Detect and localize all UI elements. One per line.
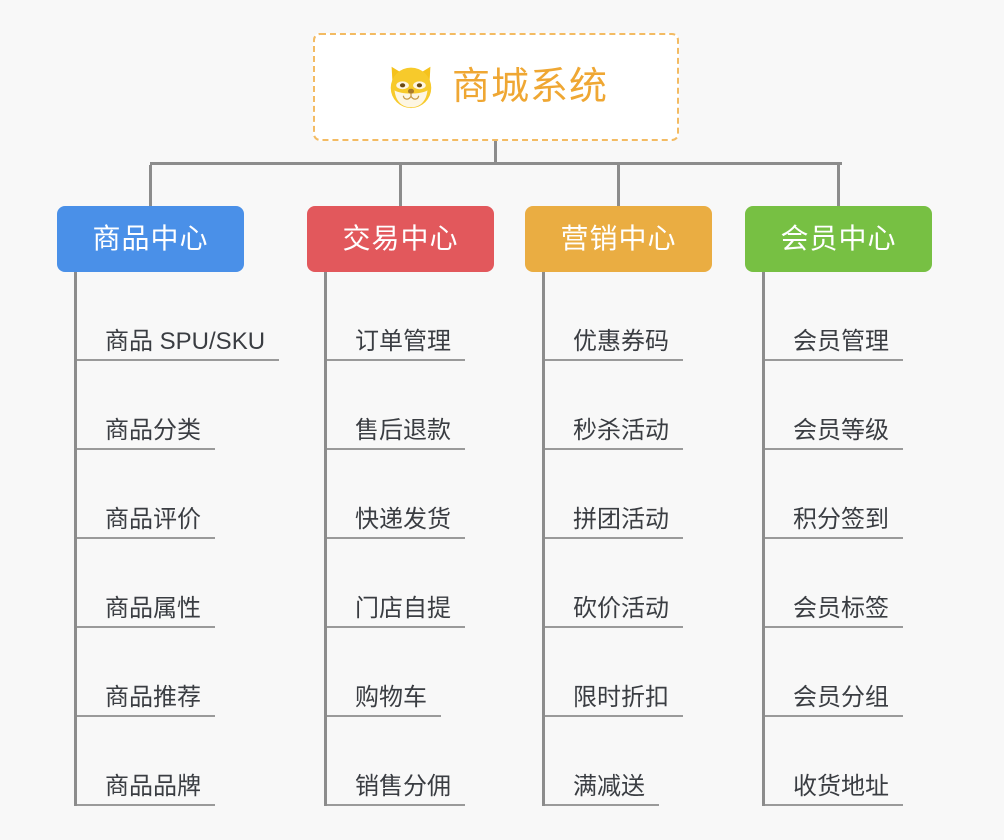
branch-node-3[interactable]: 会员中心 bbox=[745, 206, 932, 272]
leaf-list-2: 优惠券码 秒杀活动 拼团活动 砍价活动 限时折扣 满减送 bbox=[542, 272, 683, 806]
leaf-list-0: 商品 SPU/SKU 商品分类 商品评价 商品属性 商品推荐 商品品牌 bbox=[74, 272, 280, 806]
leaf-label: 商品属性 bbox=[105, 595, 201, 622]
leaf-label: 会员等级 bbox=[793, 417, 889, 444]
leaf-label: 商品 SPU/SKU bbox=[105, 328, 266, 355]
root-stem-connector bbox=[494, 141, 497, 165]
leaf-label: 积分签到 bbox=[793, 506, 889, 533]
root-title: 商城系统 bbox=[451, 66, 608, 108]
leaf-label: 商品评价 bbox=[105, 506, 201, 533]
leaf-item[interactable]: 满减送 bbox=[545, 717, 659, 806]
shiba-inu-dog-face-icon bbox=[390, 66, 432, 109]
leaf-label: 限时折扣 bbox=[573, 684, 669, 711]
leaf-item[interactable]: 限时折扣 bbox=[545, 628, 683, 717]
leaf-label: 订单管理 bbox=[355, 328, 451, 355]
leaf-label: 优惠券码 bbox=[573, 328, 669, 355]
leaf-label: 快递发货 bbox=[355, 506, 451, 533]
branch-drop-connector-0 bbox=[149, 165, 152, 206]
leaf-item[interactable]: 商品推荐 bbox=[77, 628, 215, 717]
branch-node-1[interactable]: 交易中心 bbox=[307, 206, 494, 272]
branch-drop-connector-1 bbox=[399, 165, 402, 206]
leaf-item[interactable]: 积分签到 bbox=[765, 450, 903, 539]
leaf-item[interactable]: 会员标签 bbox=[765, 539, 903, 628]
leaf-item[interactable]: 会员分组 bbox=[765, 628, 903, 717]
leaf-item[interactable]: 商品评价 bbox=[77, 450, 215, 539]
leaf-item[interactable]: 快递发货 bbox=[327, 450, 465, 539]
leaf-item[interactable]: 会员等级 bbox=[765, 361, 903, 450]
leaf-item[interactable]: 会员管理 bbox=[765, 272, 903, 361]
branch-node-2[interactable]: 营销中心 bbox=[525, 206, 712, 272]
leaf-item[interactable]: 购物车 bbox=[327, 628, 441, 717]
leaf-item[interactable]: 商品 SPU/SKU bbox=[77, 272, 280, 361]
branch-bus-connector bbox=[150, 162, 842, 165]
leaf-item[interactable]: 砍价活动 bbox=[545, 539, 683, 628]
leaf-label: 收货地址 bbox=[793, 773, 889, 800]
leaf-item[interactable]: 商品属性 bbox=[77, 539, 215, 628]
root-node[interactable]: 商城系统 bbox=[313, 33, 679, 141]
leaf-label: 销售分佣 bbox=[355, 773, 451, 800]
leaf-item[interactable]: 收货地址 bbox=[765, 717, 903, 806]
leaf-item[interactable]: 商品分类 bbox=[77, 361, 215, 450]
leaf-item[interactable]: 商品品牌 bbox=[77, 717, 215, 806]
leaf-list-3: 会员管理 会员等级 积分签到 会员标签 会员分组 收货地址 bbox=[762, 272, 903, 806]
leaf-item[interactable]: 销售分佣 bbox=[327, 717, 465, 806]
branch-label-1: 交易中心 bbox=[342, 223, 459, 254]
branch-label-2: 营销中心 bbox=[560, 223, 677, 254]
leaf-label: 售后退款 bbox=[355, 417, 451, 444]
leaf-item[interactable]: 拼团活动 bbox=[545, 450, 683, 539]
leaf-label: 砍价活动 bbox=[573, 595, 669, 622]
leaf-label: 满减送 bbox=[573, 773, 645, 800]
branch-node-0[interactable]: 商品中心 bbox=[57, 206, 244, 272]
leaf-item[interactable]: 售后退款 bbox=[327, 361, 465, 450]
branch-label-0: 商品中心 bbox=[92, 223, 209, 254]
leaf-label: 会员分组 bbox=[793, 684, 889, 711]
leaf-item[interactable]: 订单管理 bbox=[327, 272, 465, 361]
leaf-label: 购物车 bbox=[355, 684, 427, 711]
leaf-label: 会员管理 bbox=[793, 328, 889, 355]
leaf-label: 门店自提 bbox=[355, 595, 451, 622]
leaf-item[interactable]: 秒杀活动 bbox=[545, 361, 683, 450]
leaf-list-1: 订单管理 售后退款 快递发货 门店自提 购物车 销售分佣 bbox=[324, 272, 465, 806]
branch-label-3: 会员中心 bbox=[780, 223, 897, 254]
leaf-item[interactable]: 门店自提 bbox=[327, 539, 465, 628]
branch-drop-connector-3 bbox=[837, 165, 840, 206]
leaf-label: 商品分类 bbox=[105, 417, 201, 444]
branch-drop-connector-2 bbox=[617, 165, 620, 206]
leaf-label: 会员标签 bbox=[793, 595, 889, 622]
leaf-label: 秒杀活动 bbox=[573, 417, 669, 444]
leaf-item[interactable]: 优惠券码 bbox=[545, 272, 683, 361]
leaf-label: 商品品牌 bbox=[105, 773, 201, 800]
leaf-label: 商品推荐 bbox=[105, 684, 201, 711]
leaf-label: 拼团活动 bbox=[573, 506, 669, 533]
